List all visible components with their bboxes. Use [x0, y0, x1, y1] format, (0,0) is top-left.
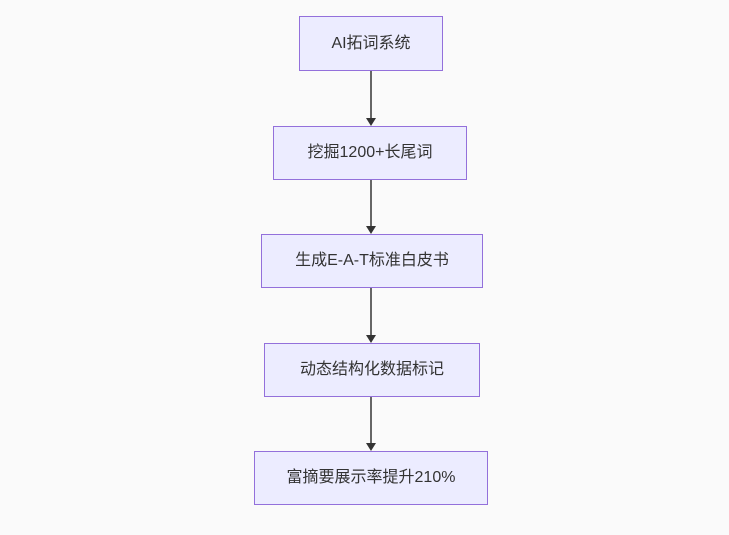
- flow-arrow-4: [365, 397, 376, 451]
- flow-node-longtail-mining: 挖掘1200+长尾词: [273, 126, 467, 180]
- flow-node-rich-snippet-result: 富摘要展示率提升210%: [254, 451, 488, 505]
- arrow-line: [370, 397, 372, 443]
- arrow-line: [370, 71, 372, 118]
- flow-node-eat-whitepaper: 生成E-A-T标准白皮书: [261, 234, 483, 288]
- flow-node-ai-keyword-system: AI拓词系统: [299, 16, 443, 71]
- arrowhead-down-icon: [365, 443, 376, 451]
- flow-arrow-3: [365, 288, 376, 343]
- arrowhead-down-icon: [365, 335, 376, 343]
- arrow-line: [370, 180, 372, 226]
- arrowhead-down-icon: [365, 118, 376, 126]
- flow-arrow-2: [365, 180, 376, 234]
- arrowhead-down-icon: [365, 226, 376, 234]
- arrow-line: [370, 288, 372, 335]
- flow-arrow-1: [365, 71, 376, 126]
- flow-node-structured-data-markup: 动态结构化数据标记: [264, 343, 480, 397]
